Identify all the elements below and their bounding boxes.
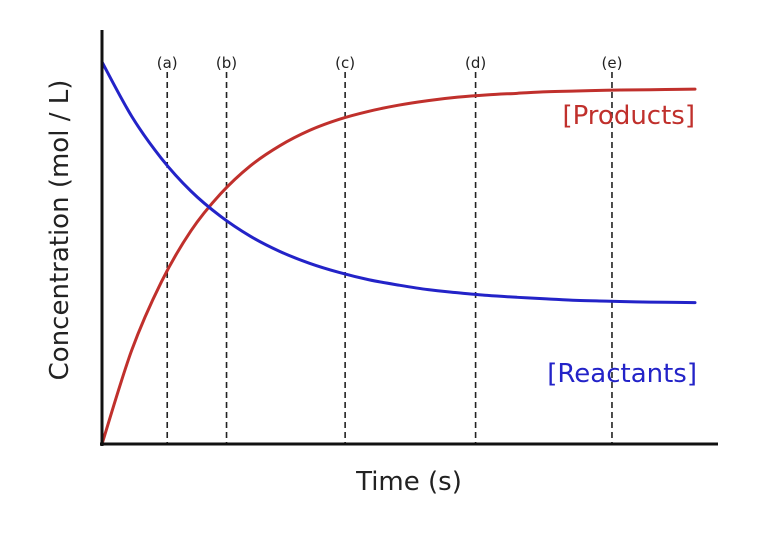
series-lines (100, 60, 697, 446)
series-line-products (100, 87, 697, 446)
marker-label-d: (d) (465, 54, 486, 72)
series-label-reactants: [Reactants] (547, 359, 697, 389)
y-axis-label: Concentration (mol / L) (45, 80, 75, 381)
marker-label-c: (c) (335, 54, 355, 72)
series-labels: [Products] [Reactants] (547, 101, 697, 389)
series-line-reactants (100, 60, 697, 305)
series-label-products: [Products] (562, 101, 695, 131)
marker-label-e: (e) (602, 54, 623, 72)
marker-label-a: (a) (157, 54, 178, 72)
time-markers: (a) (b) (c) (d) (e) (157, 54, 623, 444)
x-axis-label: Time (s) (355, 467, 462, 497)
marker-label-b: (b) (216, 54, 237, 72)
